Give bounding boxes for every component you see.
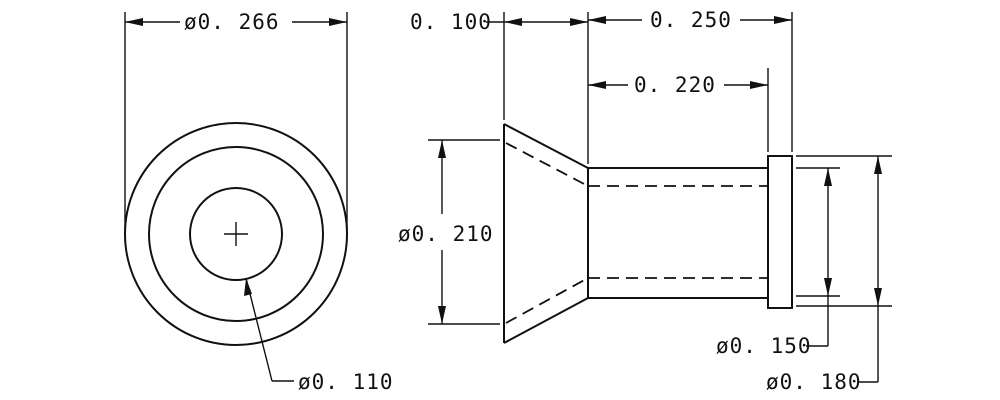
flare-bottom-edge [503, 297, 589, 344]
middle-circle [148, 146, 324, 322]
dim-label-inner: ø0. 110 [298, 370, 394, 394]
dimension-overall-length: 0. 250 [588, 8, 792, 32]
dim-label-top-outer: ø0. 266 [184, 10, 280, 34]
dim-label-overall-length: 0. 250 [650, 8, 732, 32]
flare-top-edge [503, 123, 589, 169]
side-view: 0. 100 0. 250 0. 220 [398, 8, 892, 394]
dimension-flare-diameter: ø0. 210 [398, 139, 500, 325]
end-view: ø0. 266 ø0. 110 [124, 10, 394, 394]
dimension-top-outer: ø0. 266 [125, 10, 347, 34]
hidden-lines [505, 142, 768, 324]
dim-label-flare-length: 0. 100 [410, 10, 492, 34]
dimension-inner-diameter: ø0. 110 [244, 277, 394, 394]
dimension-collar-diameter: ø0. 180 [766, 155, 892, 394]
inner-circle [189, 187, 283, 281]
dimension-flare-length: 0. 100 [410, 10, 588, 34]
dim-label-flare-diameter: ø0. 210 [398, 222, 494, 246]
dim-label-collar-diameter: ø0. 180 [766, 370, 862, 394]
crosshair-icon [224, 222, 248, 246]
dimension-shank-diameter: ø0. 150 [716, 167, 840, 358]
dimension-body-length: 0. 220 [588, 73, 768, 97]
collar [767, 155, 793, 309]
dim-label-body-length: 0. 220 [634, 73, 716, 97]
dim-label-shank-diameter: ø0. 150 [716, 334, 812, 358]
